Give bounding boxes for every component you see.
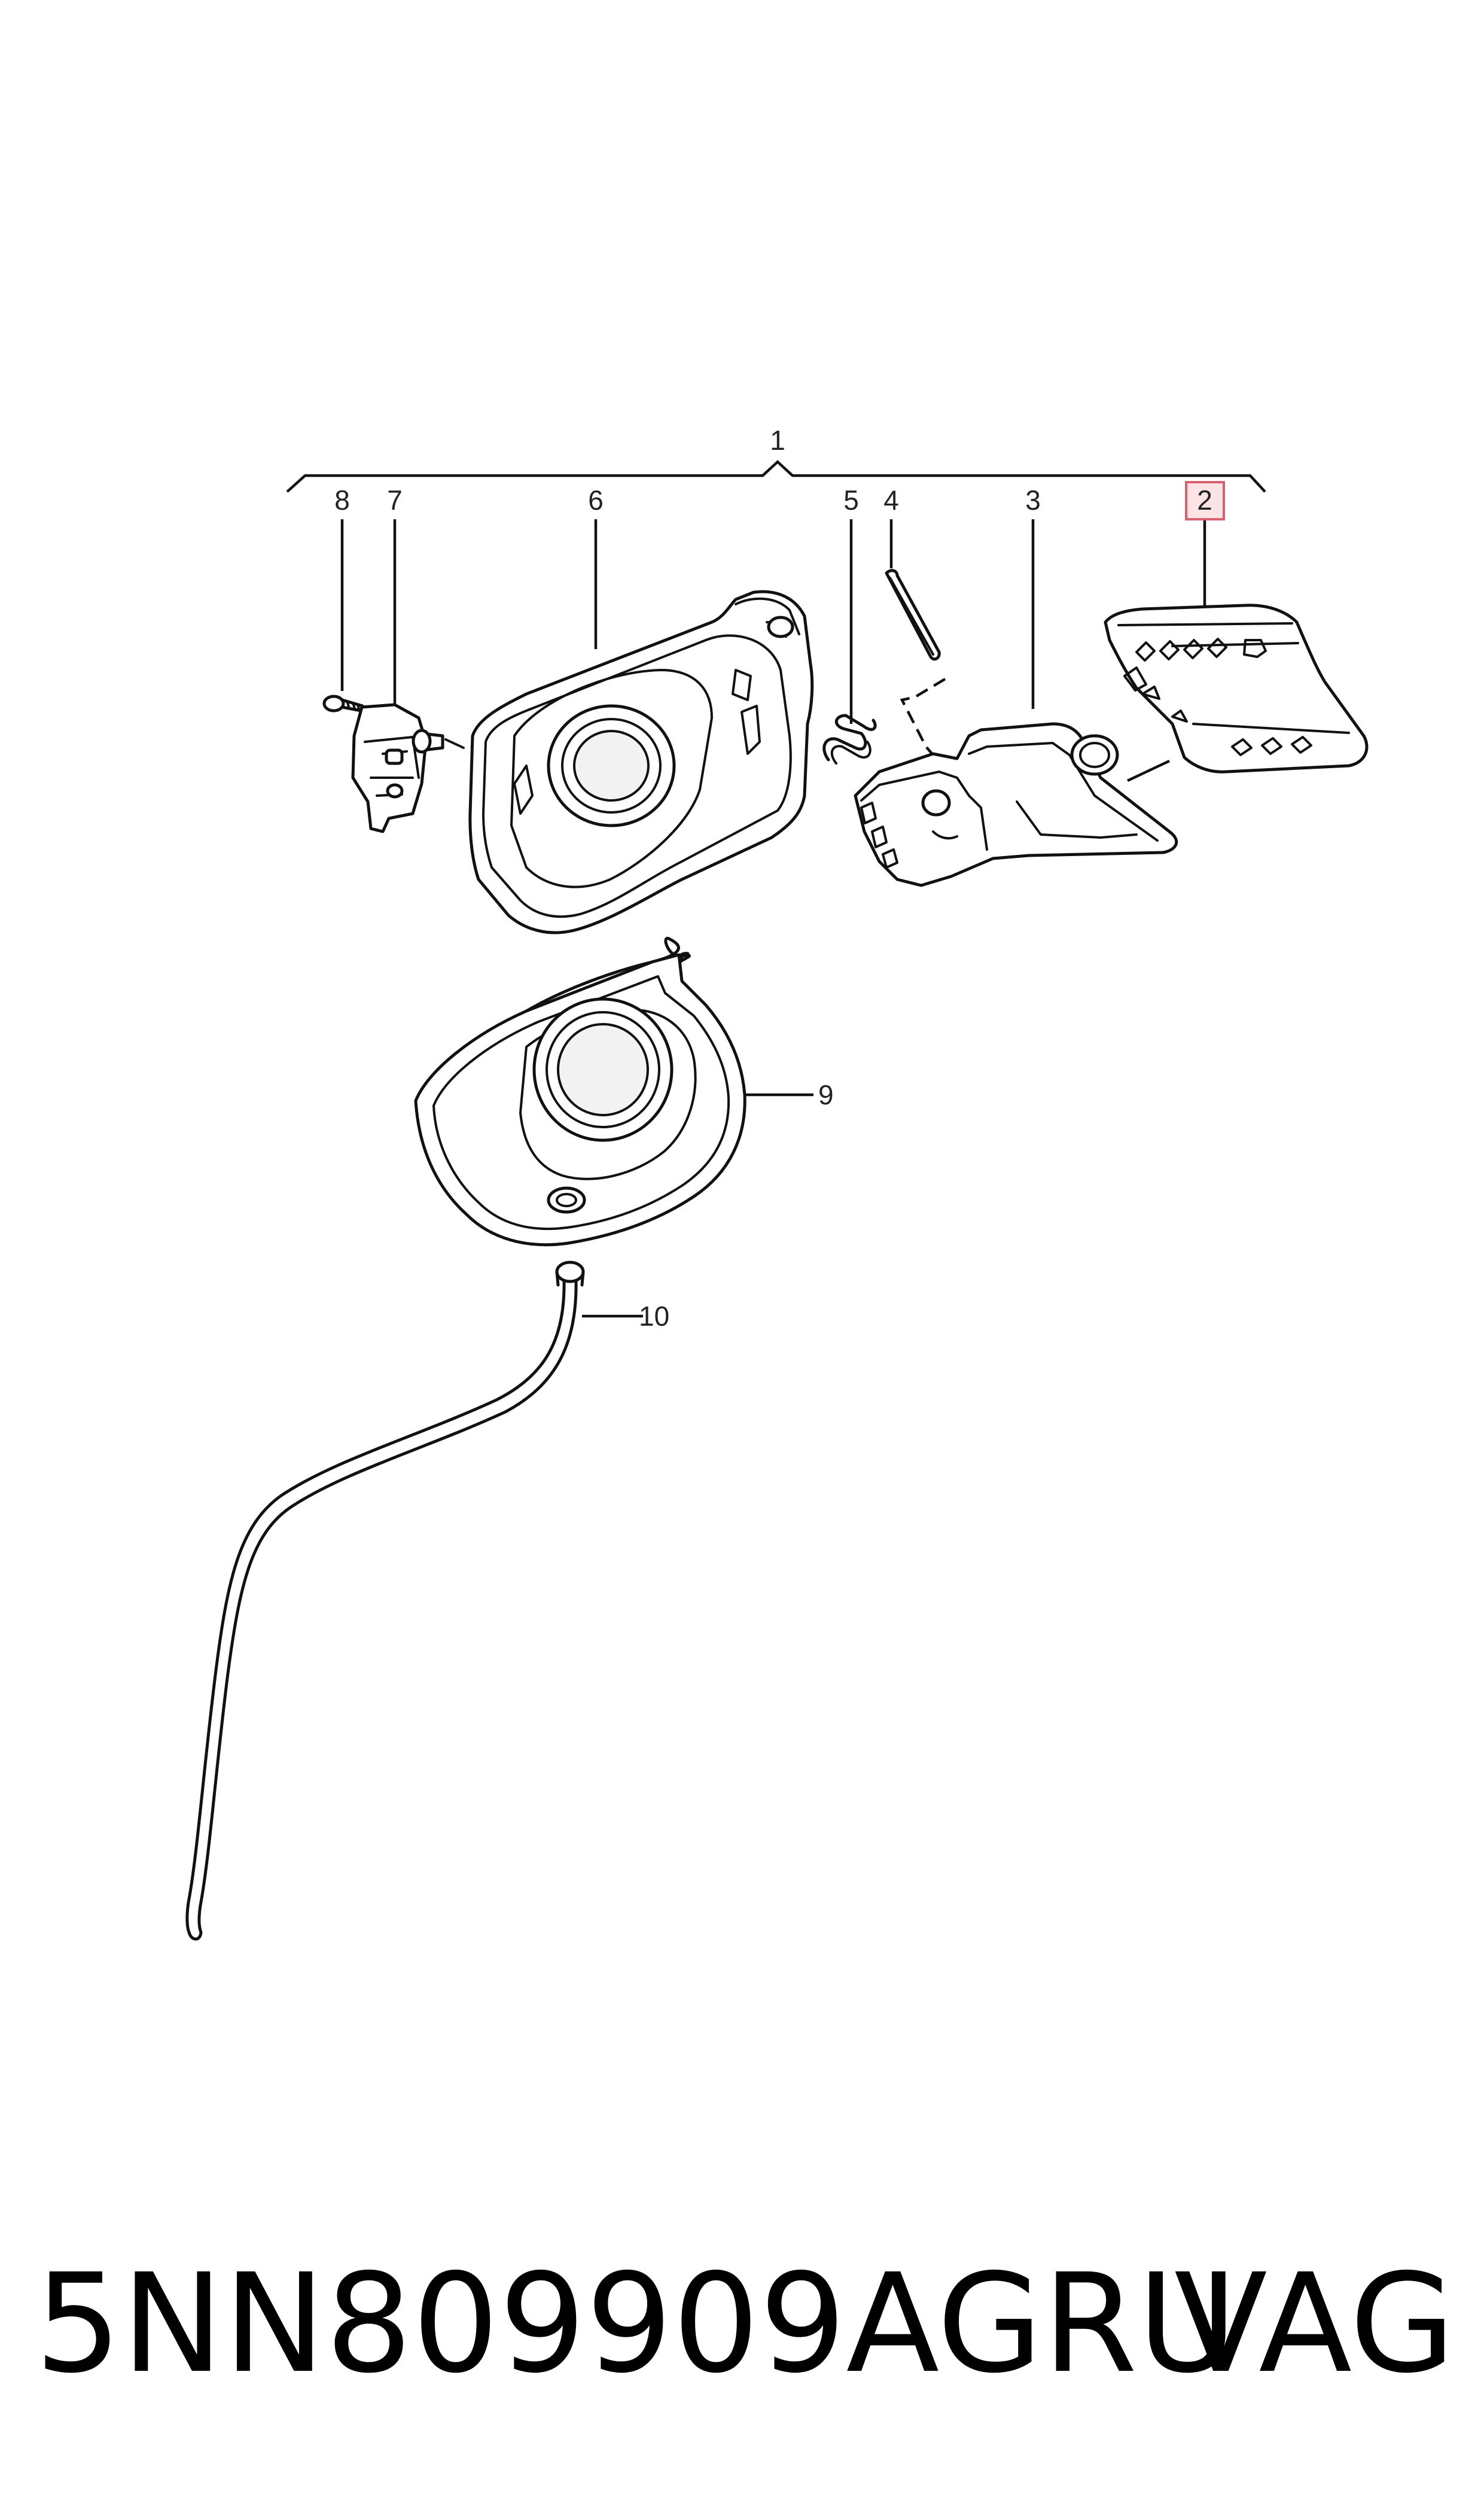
fuel-door-part-2 — [1104, 604, 1369, 774]
screw-part-8 — [322, 695, 364, 713]
callout-2-highlight — [1185, 481, 1225, 520]
callout-8[interactable]: 8 — [334, 485, 350, 516]
callout-1[interactable]: 1 — [770, 425, 785, 456]
filler-housing-part-6 — [468, 590, 814, 934]
callout-5[interactable]: 5 — [843, 485, 859, 516]
actuator-part-7 — [351, 703, 465, 833]
spring-part-5 — [822, 714, 877, 765]
callout-3[interactable]: 3 — [1025, 485, 1041, 516]
callout-7[interactable]: 7 — [387, 485, 403, 516]
callout-4[interactable]: 4 — [883, 485, 899, 516]
group-bracket — [286, 459, 1266, 493]
leader-lines — [340, 519, 1206, 1318]
callout-2[interactable]: 2 — [1197, 485, 1212, 516]
drain-hose-part-10 — [185, 1260, 585, 1941]
callout-9[interactable]: 9 — [818, 1079, 834, 1110]
brand-label: VAG — [1174, 2244, 1455, 2403]
filler-bowl-part-9 — [414, 936, 746, 1247]
pin-guide-dashed — [900, 678, 946, 756]
pin-part-4 — [885, 569, 941, 661]
callout-6[interactable]: 6 — [588, 485, 604, 516]
part-number-label: 5NN809909AGRU — [35, 2244, 1238, 2403]
callout-10[interactable]: 10 — [639, 1301, 669, 1332]
hinge-arm-part-3 — [854, 722, 1178, 887]
